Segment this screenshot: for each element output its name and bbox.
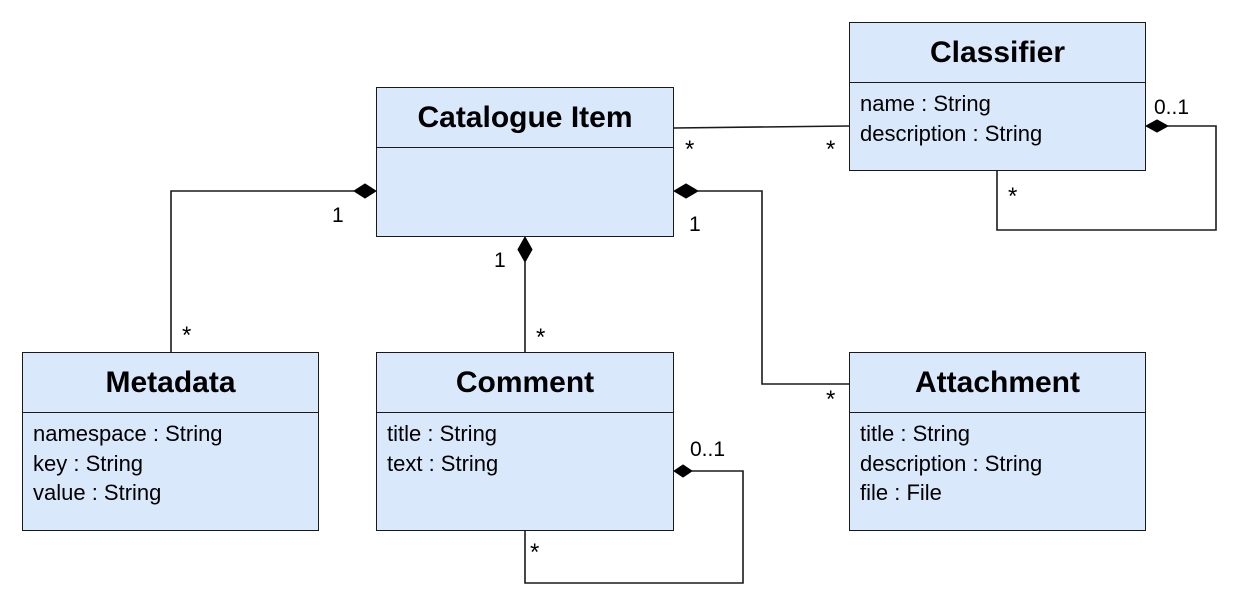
catalogue-comment-part-multiplicity: * (536, 324, 546, 351)
catalogue-attachment-part-multiplicity: * (826, 386, 836, 413)
comment-class[interactable]: Comment title : String text : String (376, 352, 674, 531)
catalogue-classifier-source-multiplicity: * (685, 136, 695, 163)
catalogue-attachment-whole-multiplicity: 1 (689, 213, 701, 236)
classifier-attributes: name : String description : String (850, 83, 1145, 148)
classifier-self-association (996, 125, 1217, 231)
comment-composition-diamond (517, 235, 533, 264)
comment-self-parent-multiplicity: 0..1 (690, 438, 726, 461)
metadata-attribute: namespace : String (33, 421, 223, 446)
catalogue-metadata-part-multiplicity: * (182, 322, 192, 349)
catalogue-attachment-composition (698, 190, 849, 385)
catalogue-classifier-target-multiplicity: * (826, 136, 836, 163)
classifier-class[interactable]: Classifier name : String description : S… (849, 22, 1146, 171)
classifier-self-child-multiplicity: * (1008, 183, 1018, 210)
comment-self-child-multiplicity: * (530, 539, 540, 566)
catalogue-item-class-name: Catalogue Item (377, 88, 673, 148)
catalogue-comment-whole-multiplicity: 1 (494, 249, 506, 272)
metadata-composition-diamond (353, 183, 377, 199)
attachment-attribute: title : String (860, 421, 971, 446)
comment-attribute: text : String (387, 450, 499, 476)
catalogue-classifier-association (673, 125, 850, 129)
attachment-attribute: description : String (860, 450, 1043, 476)
catalogue-metadata-composition (170, 190, 354, 352)
attachment-class[interactable]: Attachment title : String description : … (849, 352, 1146, 531)
metadata-class-name: Metadata (23, 353, 318, 413)
catalogue-item-class[interactable]: Catalogue Item (376, 87, 674, 237)
classifier-self-parent-multiplicity: 0..1 (1154, 96, 1190, 119)
attachment-composition-diamond (673, 183, 699, 199)
metadata-attributes: namespace : String key : String value : … (23, 413, 318, 508)
metadata-attribute: value : String (33, 480, 162, 505)
classifier-attribute: name : String (860, 91, 991, 116)
catalogue-metadata-whole-multiplicity: 1 (332, 204, 344, 227)
comment-class-name: Comment (377, 353, 673, 413)
classifier-aggregation-diamond (1144, 119, 1170, 133)
comment-aggregation-diamond (673, 464, 693, 478)
attachment-class-name: Attachment (850, 353, 1145, 413)
comment-attribute: title : String (387, 421, 498, 446)
classifier-class-name: Classifier (850, 23, 1145, 83)
attachment-attribute: file : File (860, 480, 942, 505)
comment-self-association (524, 470, 744, 584)
metadata-class[interactable]: Metadata namespace : String key : String… (22, 352, 319, 531)
classifier-attribute: description : String (860, 120, 1043, 146)
catalogue-item-attributes (377, 148, 673, 154)
comment-attributes: title : String text : String (377, 413, 673, 478)
attachment-attributes: title : String description : String file… (850, 413, 1145, 508)
metadata-attribute: key : String (33, 450, 144, 476)
